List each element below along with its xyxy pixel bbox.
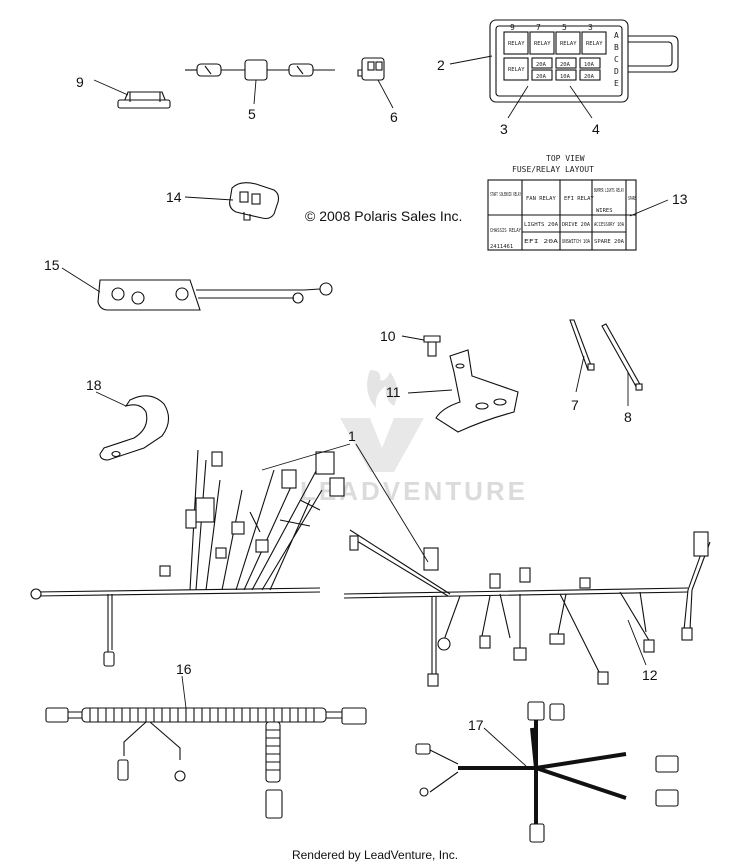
layout-start-relay: START SOLENOID RELAY [490, 192, 521, 198]
fuse-r2-2: 10A [560, 74, 571, 80]
layout-title-1: TOP VIEW [546, 154, 585, 163]
callout-3: 3 [500, 121, 508, 137]
footer-credit: Rendered by LeadVenture, Inc. [291, 848, 459, 862]
layout-drive: DRIVE 20A [562, 222, 591, 228]
layout-part-no: 2411461 [490, 244, 513, 250]
part-18-clamp [99, 395, 170, 461]
relay-label-3: RELAY [560, 41, 577, 47]
side-letter-a: A [614, 31, 619, 40]
callout-5: 5 [248, 106, 256, 122]
fuse-r1-3: 10A [584, 62, 595, 68]
part-8-cable-tie [601, 323, 643, 391]
part-9-bracket [117, 91, 171, 109]
callout-16: 16 [176, 661, 192, 677]
side-letter-e: E [614, 79, 619, 88]
relay-label-1: RELAY [508, 41, 525, 47]
callout-10: 10 [380, 328, 396, 344]
fuse-r2-3: 20A [584, 74, 595, 80]
callout-12: 12 [642, 667, 658, 683]
callout-17: 17 [468, 717, 484, 733]
callout-14: 14 [166, 189, 182, 205]
part-2-fuse-box: RELAY RELAY RELAY RELAY RELAY 20A 20A 10… [489, 19, 679, 103]
side-letter-c: C [614, 55, 619, 64]
callout-15: 15 [44, 257, 60, 273]
slot-number-5: 5 [562, 23, 567, 32]
part-10-bolt [423, 335, 441, 357]
callout-2: 2 [437, 57, 445, 73]
fuse-r2-1: 20A [536, 74, 547, 80]
part-1-main-harness [30, 449, 711, 687]
callout-1: 1 [348, 428, 356, 444]
callout-4: 4 [592, 121, 600, 137]
part-16-sub-harness [45, 707, 367, 819]
layout-spare-fuse: SPARE 20A [594, 239, 625, 245]
slot-number-7: 7 [536, 23, 541, 32]
relay-label-2: RELAY [534, 41, 551, 47]
fuse-r1-1: 20A [536, 62, 547, 68]
relay-label-5: RELAY [508, 67, 525, 73]
layout-lights: LIGHTS 20A [524, 222, 559, 228]
callout-8: 8 [624, 409, 632, 425]
part-14-connector [229, 182, 280, 221]
part-13-fuse-layout-label: TOP VIEW FUSE/RELAY LAYOUT START SOLENOI… [487, 154, 637, 251]
part-6-connector [357, 57, 385, 81]
layout-spare-side: SPARE [628, 196, 636, 202]
layout-fan-relay: FAN RELAY [526, 196, 556, 202]
layout-wires: WIRES [596, 208, 613, 214]
callout-11: 11 [386, 384, 401, 400]
side-letter-b: B [614, 43, 619, 52]
callout-7: 7 [571, 397, 579, 413]
layout-unswitch: UNSWITCH 10A [562, 239, 590, 245]
layout-accessory: ACCESSORY 10A [594, 222, 624, 228]
part-17-sub-harness [415, 701, 679, 843]
callout-9: 9 [76, 74, 84, 90]
layout-chassis-relay: CHASSIS RELAY [490, 228, 521, 234]
part-11-mount-bracket [435, 349, 519, 433]
layout-efi-fuse: EFI 20A [524, 239, 559, 245]
part-5-inline-fuse-holder [185, 59, 335, 81]
part-7-cable-tie [569, 319, 595, 371]
fuse-r1-2: 20A [560, 62, 571, 68]
slot-number-9: 9 [510, 23, 515, 32]
part-15-ground-strap [97, 279, 333, 311]
layout-efi-relay: EFI RELAY [564, 196, 594, 202]
callout-18: 18 [86, 377, 102, 393]
callout-13: 13 [672, 191, 688, 207]
relay-label-4: RELAY [586, 41, 603, 47]
side-letter-d: D [614, 67, 619, 76]
slot-number-3: 3 [588, 23, 593, 32]
callout-6: 6 [390, 109, 398, 125]
copyright-text: © 2008 Polaris Sales Inc. [305, 208, 462, 224]
layout-bumper-relay: BUMPER LIGHTS RELAY [594, 188, 624, 194]
layout-title-2: FUSE/RELAY LAYOUT [512, 165, 594, 174]
